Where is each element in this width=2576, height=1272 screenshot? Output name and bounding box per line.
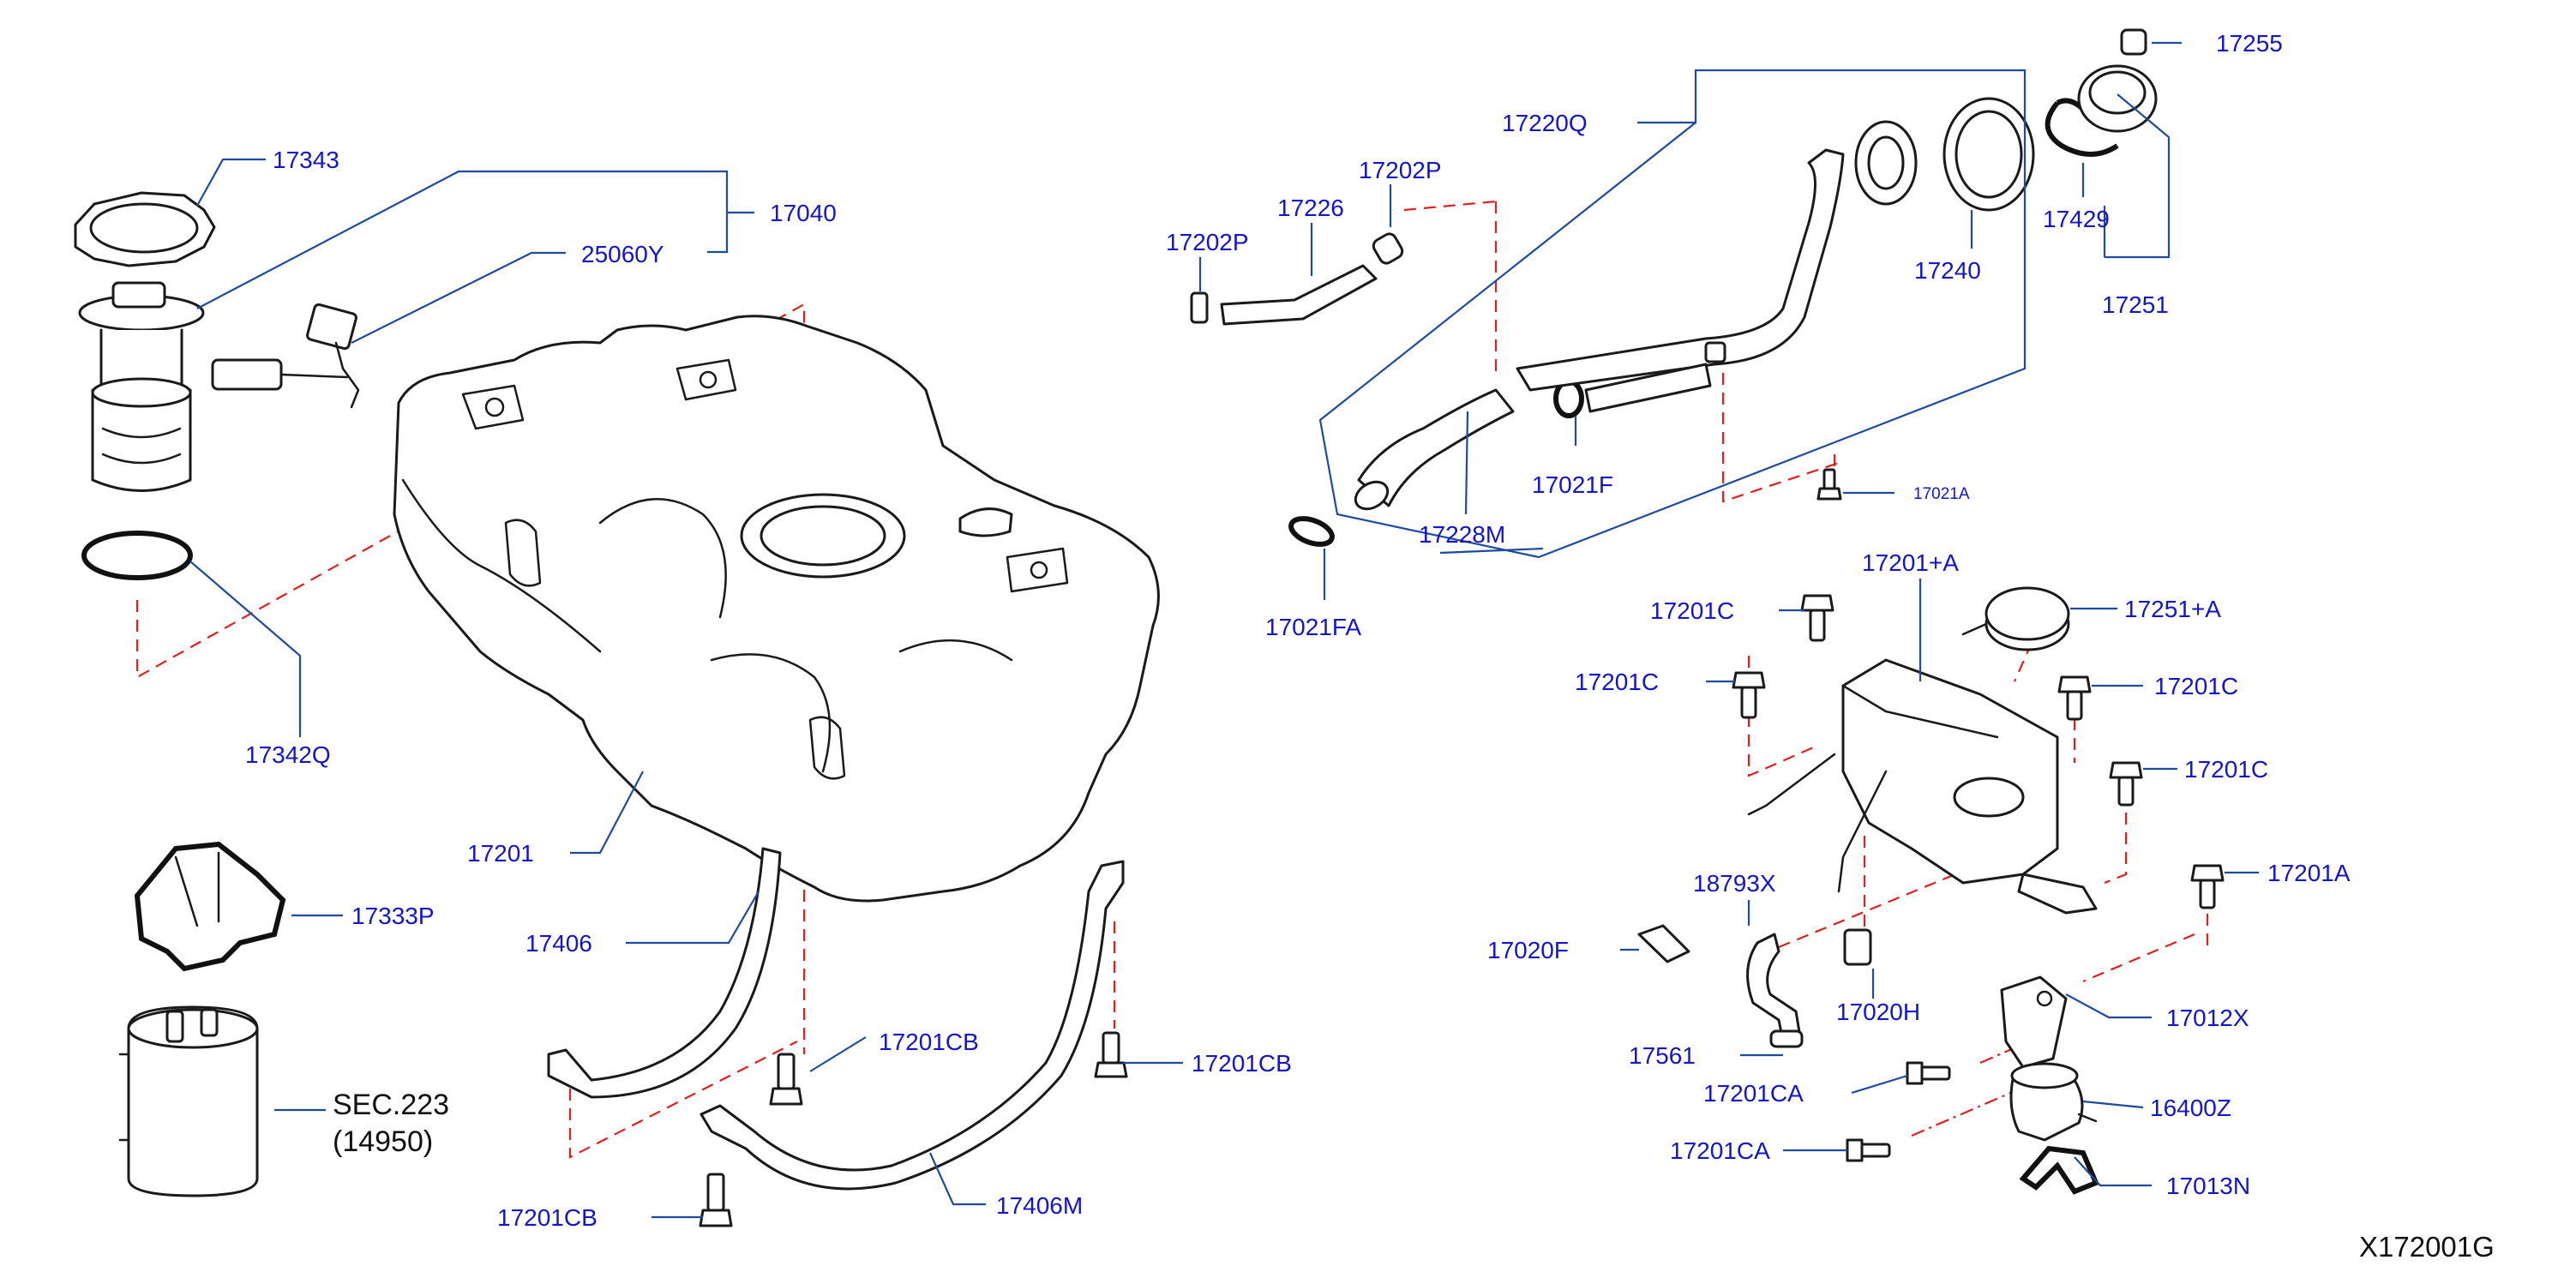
label-17240: 17240 [1914, 257, 1981, 284]
label-17202P-right: 17202P [1359, 157, 1442, 183]
label-17201: 17201 [467, 840, 534, 867]
fuel-cap-17251plusA [1961, 586, 2070, 651]
leader-lines [189, 41, 2259, 1219]
label-17013N: 17013N [2166, 1173, 2250, 1199]
bracket-17333P [134, 841, 286, 972]
label-17228M: 17228M [1419, 521, 1505, 548]
label-17201CB-upper: 17201CB [879, 1029, 979, 1055]
filter-bracket-17013N [2019, 1145, 2099, 1195]
label-17251plusA: 17251+A [2124, 596, 2221, 622]
label-17201A: 17201A [2267, 860, 2351, 886]
label-18793X: 18793X [1693, 870, 1776, 897]
label-17201CB-right: 17201CB [1192, 1050, 1292, 1077]
hose-clamp-17021FA [1288, 516, 1335, 547]
label-17020H: 17020H [1836, 999, 1920, 1025]
fuel-tank-17201 [393, 315, 1160, 903]
hose-clip-17202P-right [1372, 232, 1404, 265]
label-17333P: 17333P [351, 903, 435, 929]
label-17201CA-lower: 17201CA [1670, 1137, 1770, 1164]
label-17429: 17429 [2043, 206, 2110, 232]
clip-17020F [1637, 924, 1690, 963]
bolt-17201C-right [2057, 675, 2092, 721]
bolt-17201CB-upper [769, 1053, 803, 1106]
label-17201C-right-lower: 17201C [2184, 756, 2268, 783]
cap-clip-17255 [2120, 28, 2147, 56]
bolt-17201C-right-lower [2109, 761, 2143, 807]
label-17201CA-upper: 17201CA [1703, 1080, 1804, 1107]
tank-strap-17406 [547, 847, 782, 1099]
bolt-17201CA-lower [1846, 1138, 1891, 1162]
label-17201CB-lower: 17201CB [497, 1204, 597, 1231]
bolt-17201CB-lower [699, 1173, 733, 1227]
filler-tube-17220Q [1516, 120, 1918, 413]
label-17226: 17226 [1277, 195, 1344, 221]
label-17021A: 17021A [1913, 485, 1970, 503]
hose-17561 [1746, 933, 1804, 1048]
label-17255: 17255 [2216, 30, 2283, 57]
filter-bracket-17012X [2000, 975, 2068, 1069]
filler-hose-17228M [1354, 388, 1515, 511]
fuel-cap-17251 [2077, 64, 2158, 133]
label-17342Q: 17342Q [245, 741, 331, 768]
diagram-code: X172001G [2359, 1231, 2495, 1263]
filler-housing-17201plusA [1747, 658, 2098, 915]
label-16400Z: 16400Z [2150, 1095, 2231, 1121]
label-17201C-left: 17201C [1575, 669, 1659, 695]
label-17020F: 17020F [1487, 937, 1569, 963]
label-sec223-sub: (14950) [333, 1125, 433, 1158]
lock-ring-17343 [74, 191, 216, 267]
label-17201C-right: 17201C [2154, 673, 2238, 699]
o-ring-17342Q [81, 531, 193, 580]
label-17201C-top: 17201C [1650, 597, 1734, 624]
canister-sec223 [118, 1005, 259, 1197]
clip-17020H [1843, 928, 1872, 966]
label-25060Y: 25060Y [581, 241, 664, 267]
label-17406M: 17406M [996, 1192, 1083, 1219]
label-17040: 17040 [770, 200, 837, 226]
label-17021F: 17021F [1532, 471, 1613, 498]
tank-strap-17406M [700, 860, 1125, 1191]
label-17202P-left: 17202P [1166, 229, 1249, 255]
filler-gasket-17240 [1943, 97, 2035, 212]
label-sec223: SEC.223 [333, 1089, 449, 1121]
bolt-17201A [2190, 864, 2225, 909]
label-17406: 17406 [525, 930, 592, 957]
bolt-17201CA-upper [1906, 1061, 1951, 1085]
vent-hose-17226 [1220, 264, 1378, 326]
bolt-17021A [1816, 468, 1842, 501]
label-17220Q: 17220Q [1502, 110, 1588, 136]
label-17201plusA: 17201+A [1862, 549, 1959, 576]
label-17012X: 17012X [2166, 1005, 2249, 1031]
label-17021FA: 17021FA [1265, 614, 1361, 640]
fuel-level-sender-25060Y [211, 303, 360, 409]
hose-clip-17202P-left [1190, 291, 1209, 324]
label-17561: 17561 [1629, 1042, 1696, 1069]
bolt-17201C-left [1732, 671, 1766, 719]
part-number-labels: 17343 17040 25060Y 17342Q 17201 17333P 1… [245, 30, 2495, 1263]
label-17251: 17251 [2102, 291, 2169, 318]
fuel-pump-module-17040 [78, 281, 205, 492]
fuel-filter-16400Z [2009, 1062, 2098, 1142]
label-17343: 17343 [273, 147, 339, 173]
bolt-17201CB-right [1094, 1031, 1128, 1078]
bolt-17201C-top [1800, 594, 1834, 642]
